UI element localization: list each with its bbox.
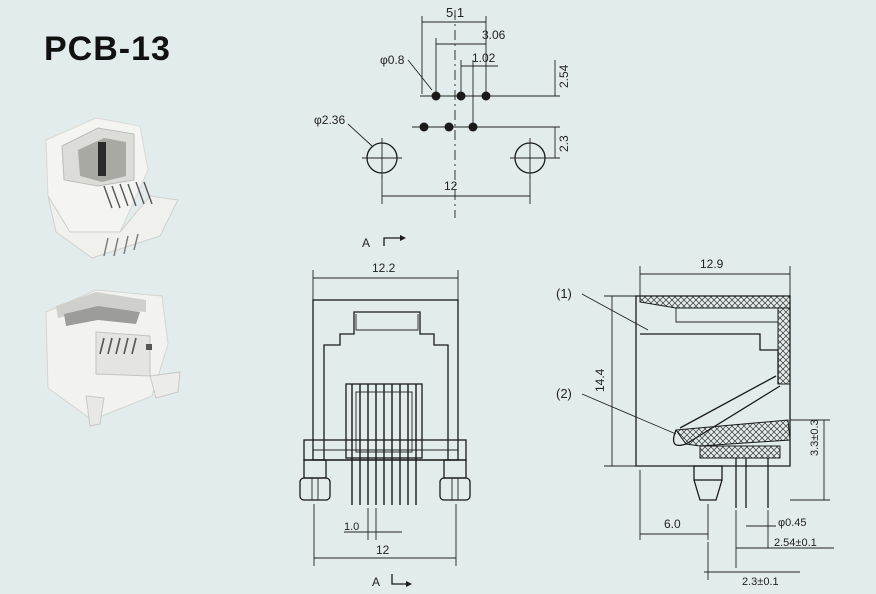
dim-14-4: 14.4 [593, 368, 607, 392]
dim-12-9: 12.9 [700, 257, 724, 271]
dim-3-06: 3.06 [482, 28, 506, 42]
jack-photo-top [45, 117, 179, 259]
dim-5-1: 5.1 [446, 5, 464, 20]
callout-2: (2) [556, 386, 572, 401]
page-title: PCB-13 [44, 30, 171, 68]
dim-2-54: 2.54 [557, 64, 571, 88]
dim-2-3-tol: 2.3±0.1 [742, 576, 779, 588]
callout-1: (1) [556, 286, 572, 301]
top-view-footprint: 5.1 3.06 1.02 φ0.8 2.54 2.3 [314, 5, 571, 218]
dim-1-0: 1.0 [344, 521, 359, 533]
dim-12-front: 12 [376, 543, 390, 557]
side-section-view: 12.9 (1) (2) 14.4 3.3±0. [556, 257, 834, 588]
section-marker-a-top: A [362, 236, 370, 250]
dim-12-top: 12 [444, 179, 458, 193]
front-view: A 12.2 [299, 235, 471, 589]
dim-2-3: 2.3 [557, 135, 571, 152]
dim-phi-0-8: φ0.8 [380, 53, 405, 67]
dim-12-2: 12.2 [372, 261, 396, 275]
dim-2-54-tol: 2.54±0.1 [774, 537, 817, 549]
jack-photo-bottom [45, 289, 181, 427]
dim-phi-0-45: φ0.45 [778, 517, 807, 529]
dim-1-02: 1.02 [472, 51, 496, 65]
section-marker-a-bottom: A [372, 575, 380, 589]
dim-phi-2-36: φ2.36 [314, 113, 345, 127]
contact-pins [345, 383, 423, 505]
dim-3-3: 3.3±0.3 [809, 419, 821, 456]
dim-6-0: 6.0 [664, 517, 681, 531]
